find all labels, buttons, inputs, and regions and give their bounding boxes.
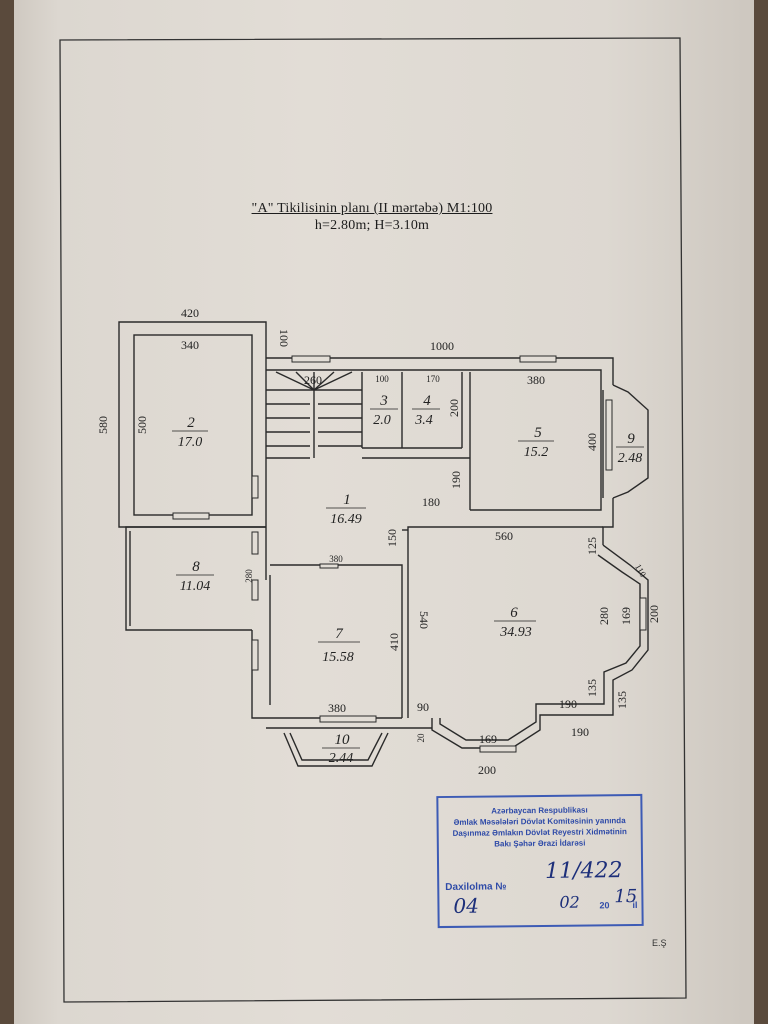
room-area-5: 15.2 (524, 445, 549, 460)
drawing-frame (59, 37, 687, 1003)
registry-stamp: Azərbaycan Respublikası Əmlak Məsələləri… (436, 793, 644, 929)
room-area-8: 11.04 (180, 579, 210, 594)
stamp-day: 04 (453, 893, 480, 918)
dim-180: 180 (422, 495, 440, 509)
room-area-10: 2.44 (329, 751, 354, 766)
dim-400: 400 (585, 433, 599, 451)
room-area-1: 16.49 (330, 512, 362, 527)
room-area-2: 17.0 (178, 435, 203, 450)
stamp-year-prefix: 20 (599, 900, 610, 911)
dim-260: 260 (304, 373, 322, 387)
dim-125: 125 (585, 537, 599, 555)
dim-190-inner: 190 (559, 697, 577, 711)
room-area-9: 2.48 (618, 451, 643, 466)
dim-200-bay: 200 (647, 605, 661, 623)
dim-169-bay: 169 (619, 607, 633, 625)
dim-280-room8: 280 (244, 569, 254, 583)
room-number-5: 5 (534, 425, 542, 441)
dimension-labels: 420 340 100 1000 580 500 260 100 170 200… (96, 306, 661, 777)
stamp-month: 02 (559, 892, 580, 912)
dim-110: 110 (633, 562, 648, 579)
room-number-2: 2 (187, 415, 195, 431)
room-number-8: 8 (192, 559, 200, 575)
windows (172, 355, 647, 753)
room-number-7: 7 (335, 626, 344, 642)
dim-90: 90 (417, 700, 429, 714)
room-number-4: 4 (423, 393, 431, 409)
dim-100: 100 (277, 329, 291, 347)
document-sheet (14, 0, 754, 1024)
plan-heights: h=2.80m; H=3.10m (314, 218, 430, 233)
corner-mark: E.Ş (652, 938, 667, 948)
dim-1000: 1000 (430, 339, 454, 353)
dim-169-bottom: 169 (479, 732, 497, 746)
room-area-7: 15.58 (322, 650, 354, 665)
dim-135-inner: 135 (585, 679, 599, 697)
dim-200-room4: 200 (447, 399, 461, 417)
dim-135-outer: 135 (615, 691, 629, 709)
room-number-3: 3 (379, 393, 388, 409)
dim-380-room5: 380 (527, 373, 545, 387)
dim-500: 500 (135, 416, 149, 434)
room-area-6: 34.93 (499, 625, 532, 640)
stamp-reg-label: Daxilolma № (445, 881, 507, 893)
dim-420: 420 (181, 306, 199, 320)
room-area-4: 3.4 (414, 413, 433, 428)
dim-100-room3: 100 (375, 374, 389, 384)
dim-280-room6: 280 (597, 607, 611, 625)
room-number-10: 10 (335, 732, 351, 748)
dim-380-room7-bottom: 380 (328, 701, 346, 715)
dim-20: 20 (416, 733, 426, 743)
dim-540: 540 (417, 611, 431, 629)
dim-340: 340 (181, 338, 199, 352)
room-labels: 2 17.0 3 2.0 4 3.4 5 15.2 9 2.48 1 16.49… (172, 393, 644, 766)
room-number-1: 1 (343, 492, 351, 508)
dim-580: 580 (96, 416, 110, 434)
room-area-3: 2.0 (373, 413, 391, 428)
dim-200-bottom: 200 (478, 763, 496, 777)
stamp-line-4: Bakı Şəhər Ərazi İdarəsi (494, 838, 586, 849)
dim-190: 190 (449, 471, 463, 489)
dim-190-outer: 190 (571, 725, 589, 739)
dim-560: 560 (495, 529, 513, 543)
dim-170: 170 (426, 374, 440, 384)
dim-150: 150 (385, 529, 399, 547)
room-number-9: 9 (627, 431, 635, 447)
dim-410: 410 (387, 633, 401, 651)
walls (118, 321, 649, 767)
stamp-il: il (632, 899, 638, 911)
room-number-6: 6 (510, 605, 518, 621)
dim-380-room7-top: 380 (329, 554, 343, 564)
stamp-reg-number: 11/422 (544, 858, 623, 884)
plan-title: "A" Tikilisinin planı (II mərtəbə) M1:10… (251, 201, 493, 216)
